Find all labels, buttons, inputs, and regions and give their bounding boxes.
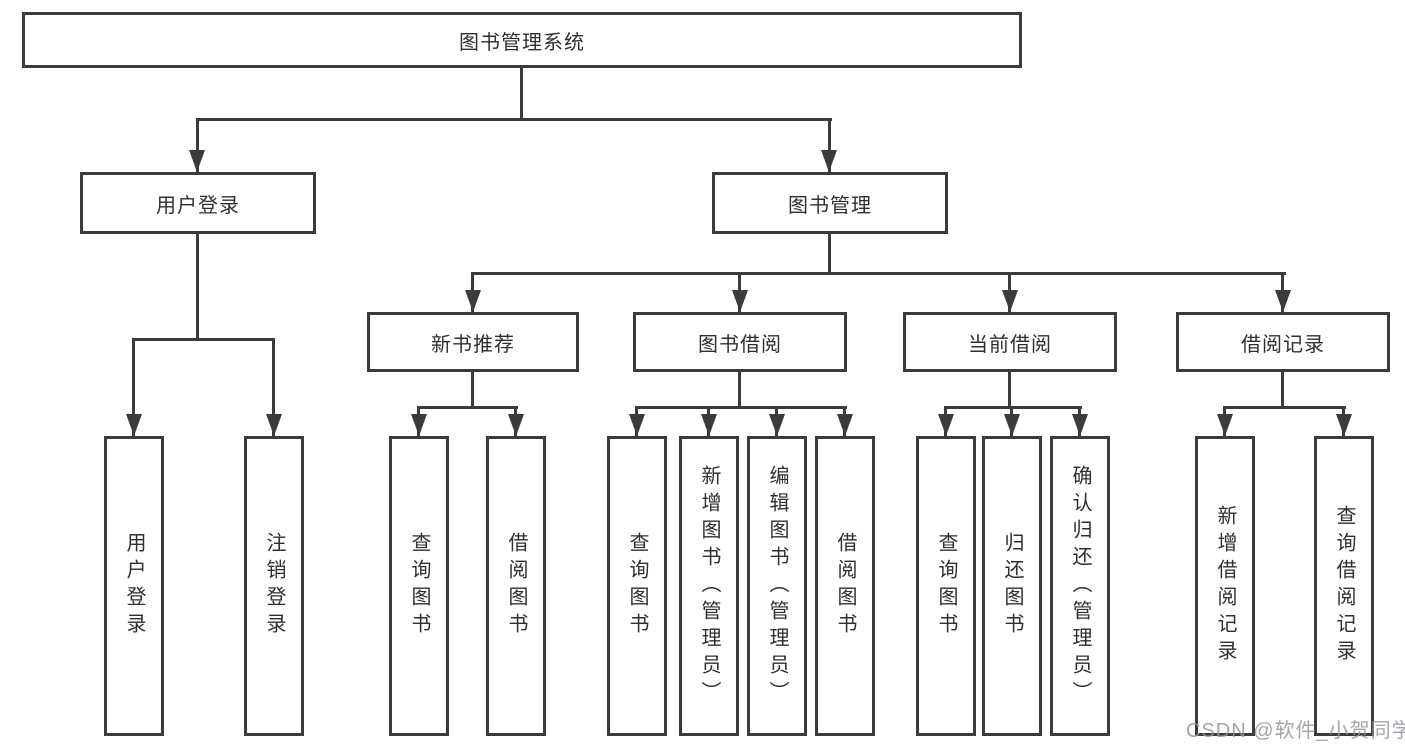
arrowhead-down-icon [769, 414, 785, 436]
connector-line [196, 118, 832, 121]
arrowhead-down-icon [189, 150, 205, 172]
leaf-query-books-recommend: 查询图书 [389, 436, 449, 736]
connector-line [1223, 406, 1346, 409]
arrowhead-down-icon [1002, 290, 1018, 312]
node-label: 新书推荐 [431, 333, 515, 356]
arrowhead-down-icon [732, 290, 748, 312]
node-user-login: 用户登录 [80, 172, 316, 234]
connector-line [944, 406, 1082, 409]
connector-line [1281, 372, 1284, 406]
arrowhead-down-icon [1336, 414, 1352, 436]
connector-line [417, 406, 518, 409]
arrowhead-down-icon [629, 414, 645, 436]
leaf-label: 查询借阅记录 [1333, 505, 1355, 667]
node-borrow-records: 借阅记录 [1176, 312, 1390, 372]
arrowhead-down-icon [465, 290, 481, 312]
node-label: 图书管理系统 [459, 31, 585, 54]
connector-line [471, 372, 474, 406]
connector-line [520, 68, 523, 118]
arrowhead-down-icon [938, 414, 954, 436]
node-label: 用户登录 [156, 194, 240, 217]
leaf-label: 查询图书 [626, 532, 648, 640]
leaf-label: 用户登录 [123, 532, 145, 640]
arrowhead-down-icon [837, 414, 853, 436]
leaf-confirm-return-admin: 确认归还（管理员） [1050, 436, 1110, 736]
leaf-borrow-books-recommend: 借阅图书 [486, 436, 546, 736]
node-new-book-recommend: 新书推荐 [367, 312, 579, 372]
watermark-text: CSDN @软件_小贺同学 [1186, 720, 1405, 742]
leaf-add-books-admin: 新增图书（管理员） [679, 436, 739, 736]
node-label: 当前借阅 [968, 333, 1052, 356]
arrowhead-down-icon [1072, 414, 1088, 436]
node-label: 图书管理 [788, 194, 872, 217]
arrowhead-down-icon [508, 414, 524, 436]
leaf-borrow-books: 借阅图书 [815, 436, 875, 736]
connector-line [828, 234, 831, 272]
arrowhead-down-icon [266, 414, 282, 436]
arrowhead-down-icon [1217, 414, 1233, 436]
leaf-label: 注销登录 [263, 532, 285, 640]
arrowhead-down-icon [126, 414, 142, 436]
node-label: 图书借阅 [698, 333, 782, 356]
leaf-label: 新增借阅记录 [1214, 505, 1236, 667]
connector-line [471, 272, 1286, 275]
node-book-management: 图书管理 [712, 172, 948, 234]
connector-line [635, 406, 847, 409]
connector-line [828, 118, 831, 172]
leaf-label: 编辑图书（管理员） [766, 464, 788, 708]
arrowhead-down-icon [1275, 290, 1291, 312]
leaf-logout: 注销登录 [244, 436, 304, 736]
leaf-label: 查询图书 [408, 532, 430, 640]
leaf-label: 归还图书 [1001, 532, 1023, 640]
leaf-query-books-borrow: 查询图书 [607, 436, 667, 736]
leaf-label: 借阅图书 [834, 532, 856, 640]
node-current-borrow: 当前借阅 [903, 312, 1117, 372]
connector-line [738, 372, 741, 406]
connector-line [196, 118, 199, 172]
node-library-management-system: 图书管理系统 [22, 12, 1022, 68]
leaf-label: 借阅图书 [505, 532, 527, 640]
arrowhead-down-icon [1004, 414, 1020, 436]
leaf-label: 确认归还（管理员） [1069, 464, 1091, 708]
leaf-query-books-current: 查询图书 [916, 436, 976, 736]
connector-line [1008, 372, 1011, 406]
connector-line [196, 234, 199, 338]
node-label: 借阅记录 [1241, 333, 1325, 356]
leaf-label: 新增图书（管理员） [698, 464, 720, 708]
leaf-label: 查询图书 [935, 532, 957, 640]
leaf-return-books: 归还图书 [982, 436, 1042, 736]
connector-line [272, 338, 275, 436]
leaf-add-borrow-record: 新增借阅记录 [1195, 436, 1255, 736]
leaf-query-borrow-record: 查询借阅记录 [1314, 436, 1374, 736]
arrowhead-down-icon [411, 414, 427, 436]
leaf-user-login: 用户登录 [104, 436, 164, 736]
arrowhead-down-icon [701, 414, 717, 436]
connector-line [132, 338, 135, 436]
leaf-edit-books-admin: 编辑图书（管理员） [747, 436, 807, 736]
arrowhead-down-icon [821, 150, 837, 172]
connector-line [132, 338, 275, 341]
node-book-borrow: 图书借阅 [633, 312, 847, 372]
